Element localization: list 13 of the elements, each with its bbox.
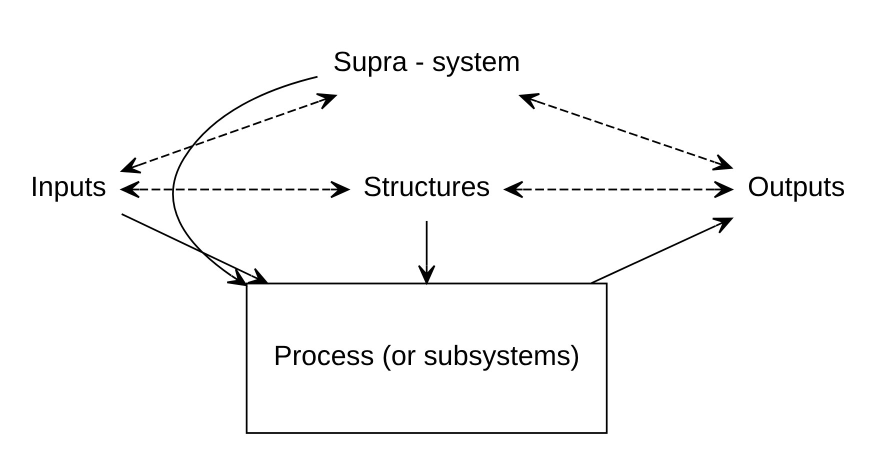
arrow [121, 212, 268, 284]
arrow [172, 75, 318, 286]
node-text: Outputs [748, 170, 846, 202]
arrow [120, 180, 350, 198]
arrow [520, 92, 732, 170]
arrow [590, 217, 733, 284]
arrow [504, 180, 733, 198]
node-text: Structures [363, 170, 490, 202]
arrow [418, 220, 436, 284]
node-text: Inputs [30, 170, 106, 202]
node-text: Supra - system [333, 45, 520, 76]
arrow [120, 92, 336, 174]
node-box: Process (or subsystems) [246, 282, 608, 434]
